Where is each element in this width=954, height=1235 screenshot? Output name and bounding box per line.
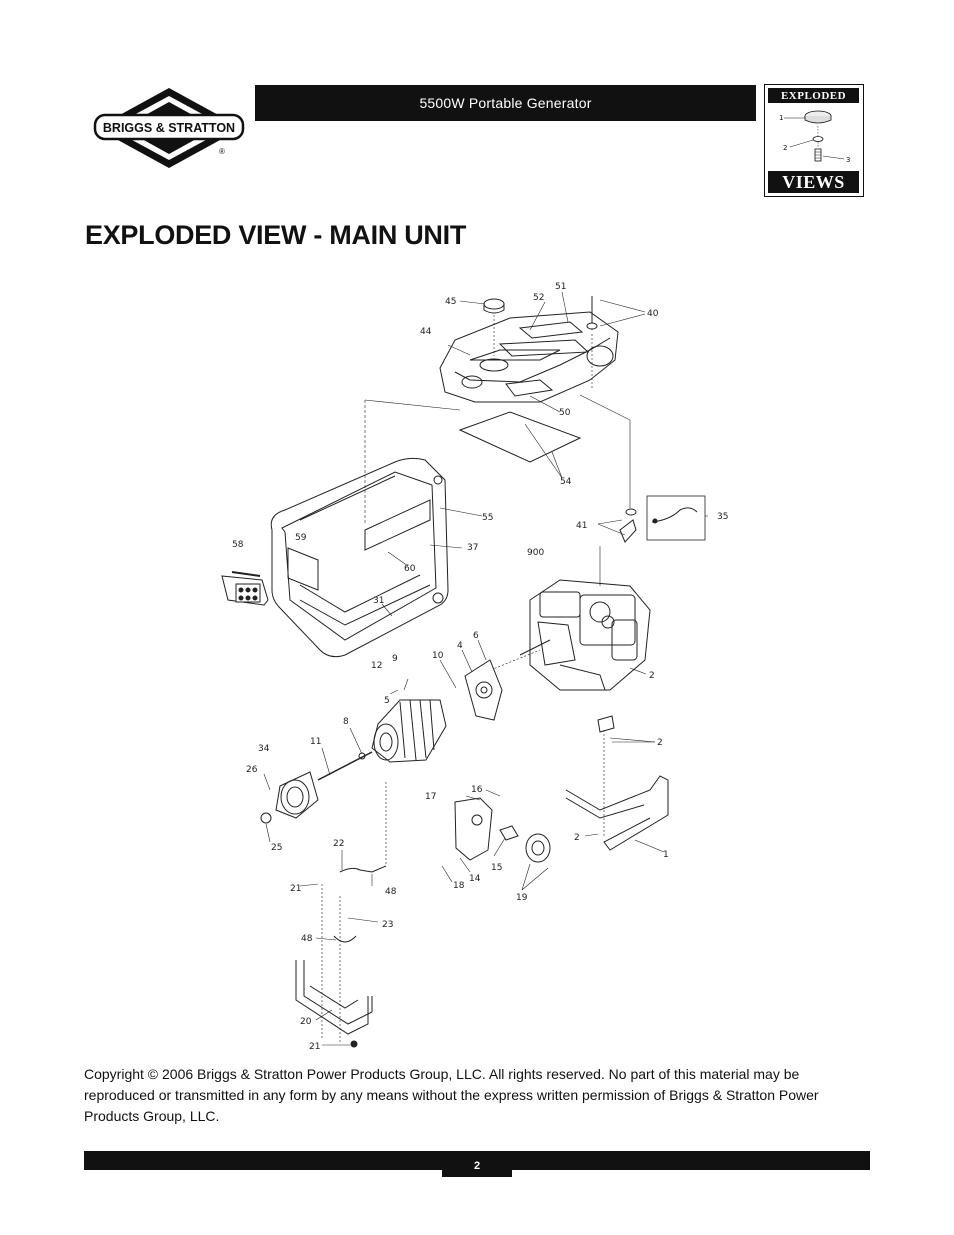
callout-number: 5 xyxy=(384,696,390,706)
briggs-stratton-logo: BRIGGS & STRATTON ® xyxy=(93,88,245,168)
callout-number: 900 xyxy=(527,548,544,558)
callout-number: 37 xyxy=(467,543,478,553)
callout-number: 58 xyxy=(232,540,244,550)
callout-labels: 45 44 52 51 40 50 54 55 41 35 37 58 59 6… xyxy=(232,282,728,1052)
header-bar: 5500W Portable Generator xyxy=(255,85,756,121)
stator-housing xyxy=(464,659,503,721)
callout-number: 12 xyxy=(371,661,382,671)
control-panel xyxy=(221,571,269,606)
svg-text:2: 2 xyxy=(783,144,787,152)
callout-number: 45 xyxy=(445,297,456,307)
logo-text: BRIGGS & STRATTON xyxy=(103,121,235,135)
callout-number: 10 xyxy=(432,651,444,661)
callout-number: 20 xyxy=(300,1017,312,1027)
callout-number: 2 xyxy=(649,671,655,681)
callout-number: 52 xyxy=(533,293,544,303)
document-title: 5500W Portable Generator xyxy=(419,95,592,111)
callout-number: 16 xyxy=(471,785,483,795)
fuel-tank xyxy=(439,296,619,403)
callout-number: 59 xyxy=(295,533,307,543)
fan-cover xyxy=(260,771,319,824)
registered-mark: ® xyxy=(219,147,225,156)
callout-number: 41 xyxy=(576,521,587,531)
base-frame-front xyxy=(295,884,373,1048)
badge-bottom-word: VIEWS xyxy=(768,171,859,193)
callout-number: 55 xyxy=(482,513,493,523)
callout-number: 35 xyxy=(717,512,728,522)
callout-number: 51 xyxy=(555,282,566,292)
generator-rotor xyxy=(317,699,447,781)
page-number: 2 xyxy=(442,1155,512,1177)
callout-number: 31 xyxy=(373,596,384,606)
callout-number: 15 xyxy=(491,863,502,873)
callout-number: 25 xyxy=(271,843,282,853)
callout-number: 60 xyxy=(404,564,416,574)
callout-number: 2 xyxy=(574,833,580,843)
svg-text:3: 3 xyxy=(846,156,850,164)
badge-illustration: 1 2 3 xyxy=(779,110,850,164)
callout-number: 1 xyxy=(663,850,669,860)
callout-number: 8 xyxy=(343,717,349,727)
callout-number: 26 xyxy=(246,765,258,775)
callout-number: 17 xyxy=(425,792,436,802)
callout-number: 48 xyxy=(385,887,397,897)
callout-number: 34 xyxy=(258,744,270,754)
callout-number: 19 xyxy=(516,893,528,903)
exploded-views-badge: EXPLODED 1 2 3 VIEWS xyxy=(764,84,864,197)
copyright-notice: Copyright © 2006 Briggs & Stratton Power… xyxy=(84,1066,819,1124)
callout-number: 9 xyxy=(392,654,398,664)
callout-number: 50 xyxy=(559,408,571,418)
callout-number: 4 xyxy=(457,641,463,651)
callout-number: 18 xyxy=(453,881,465,891)
callout-number: 23 xyxy=(382,920,393,930)
frame xyxy=(270,457,449,658)
callout-number: 54 xyxy=(560,477,572,487)
badge-top-word: EXPLODED xyxy=(768,88,859,103)
engine xyxy=(475,579,651,691)
page-title: EXPLODED VIEW - MAIN UNIT xyxy=(85,220,467,250)
callout-number: 44 xyxy=(420,327,432,337)
callout-number: 6 xyxy=(473,631,479,641)
callout-number: 21 xyxy=(309,1042,320,1052)
callout-number: 21 xyxy=(290,884,301,894)
callout-number: 48 xyxy=(301,934,313,944)
callout-number: 14 xyxy=(469,874,481,884)
muffler xyxy=(454,797,551,863)
callout-number: 40 xyxy=(647,309,659,319)
callout-number: 2 xyxy=(657,738,663,748)
callout-number: 11 xyxy=(310,737,321,747)
svg-text:1: 1 xyxy=(779,114,783,122)
callout-number: 22 xyxy=(333,839,344,849)
base-frame-rear xyxy=(565,715,669,851)
